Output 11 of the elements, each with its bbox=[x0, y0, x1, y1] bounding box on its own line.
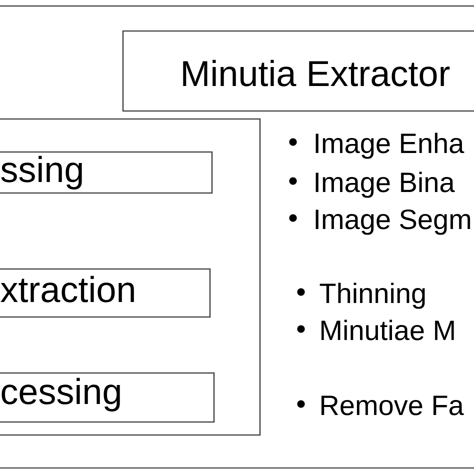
outer-frame bbox=[0, 5, 474, 469]
list-item: Minutiae M bbox=[322, 320, 454, 340]
list-item: Thinning bbox=[320, 282, 425, 309]
list-item: Image Segm bbox=[316, 209, 470, 235]
list-item: Image Bina bbox=[316, 172, 455, 198]
group-box bbox=[0, 118, 261, 436]
list-item: Remove Fa bbox=[322, 396, 464, 416]
process-box: cessing bbox=[0, 372, 215, 423]
module-box: Minutia Extractor bbox=[122, 30, 474, 112]
process-box: ssing bbox=[0, 151, 213, 194]
process-box: xtraction bbox=[0, 268, 211, 318]
